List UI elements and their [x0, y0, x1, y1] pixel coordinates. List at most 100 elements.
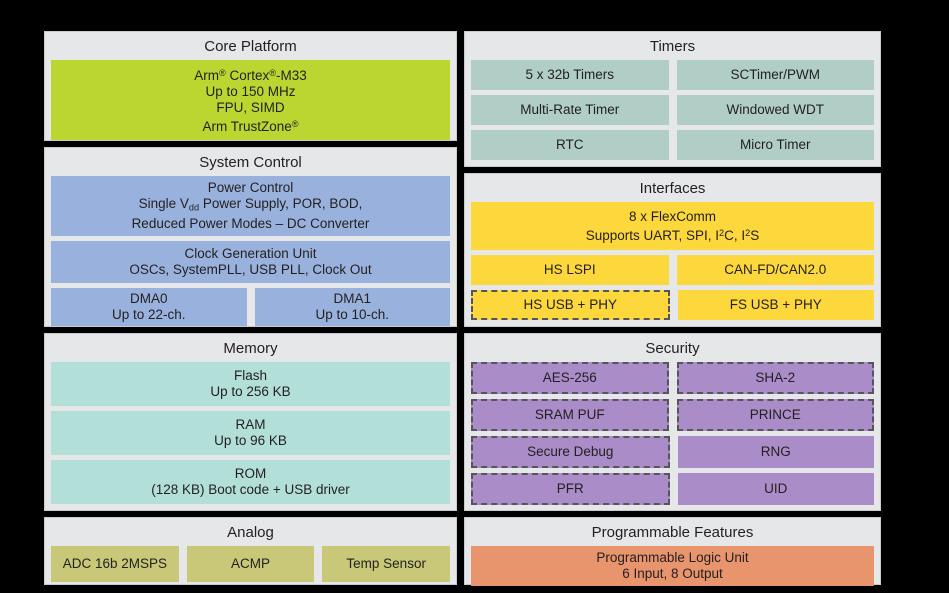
panel-title-security: Security [645, 340, 700, 357]
timers-row: 5 x 32b Timers SCTimer/PWM [471, 60, 874, 90]
interfaces-row: 8 x FlexComm Supports UART, SPI, I2C, I2… [471, 202, 874, 250]
block-line: OSCs, SystemPLL, USB PLL, Clock Out [129, 262, 372, 277]
analog-row: ADC 16b 2MSPS ACMP Temp Sensor [51, 546, 451, 582]
block-line: RTC [555, 137, 584, 152]
block-line: Reduced Power Modes – DC Converter [131, 215, 370, 231]
block-line: 5 x 32b Timers [525, 67, 615, 82]
block-sctimer-pwm[interactable]: SCTimer/PWM [676, 60, 874, 90]
block-line: 6 Input, 8 Output [622, 566, 723, 581]
block-line: FPU, SIMD [216, 100, 285, 115]
block-flexcomm[interactable]: 8 x FlexComm Supports UART, SPI, I2C, I2… [471, 202, 874, 250]
security-row: SRAM PUF PRINCE [471, 399, 874, 431]
block-ram[interactable]: RAM Up to 96 KB [51, 411, 450, 455]
block-prince[interactable]: PRINCE [676, 399, 874, 431]
block-dma0[interactable]: DMA0 Up to 22-ch. [51, 288, 247, 326]
security-row: PFR UID [471, 473, 874, 505]
block-line: Clock Generation Unit [184, 246, 317, 261]
panel-title-timers: Timers [649, 38, 696, 55]
block-line: Up to 96 KB [214, 433, 287, 448]
block-clock-generation-unit[interactable]: Clock Generation Unit OSCs, SystemPLL, U… [51, 241, 450, 283]
panel-title-analog: Analog [227, 524, 274, 541]
block-can-fd[interactable]: CAN-FD/CAN2.0 [676, 255, 874, 285]
block-line: Arm TrustZone® [202, 118, 299, 134]
block-line: PFR [556, 481, 584, 496]
timers-row: RTC Micro Timer [471, 130, 874, 160]
block-dma1[interactable]: DMA1 Up to 10-ch. [254, 288, 450, 326]
block-line: Windowed WDT [726, 102, 825, 117]
system-control-row: Clock Generation Unit OSCs, SystemPLL, U… [51, 241, 450, 283]
panel-system-control: System Control Power Control Single Vdd … [44, 147, 457, 327]
block-temp-sensor[interactable]: Temp Sensor [322, 546, 451, 582]
block-line: SRAM PUF [534, 407, 605, 422]
block-programmable-logic-unit[interactable]: Programmable Logic Unit 6 Input, 8 Outpu… [471, 546, 874, 586]
panel-title-system-control: System Control [199, 154, 302, 171]
block-adc[interactable]: ADC 16b 2MSPS [51, 546, 179, 582]
interfaces-row: HS USB + PHY FS USB + PHY [471, 290, 874, 320]
panel-title-programmable-features: Programmable Features [591, 524, 754, 541]
block-arm-cortex-m33[interactable]: Arm® Cortex®-M33 Up to 150 MHz FPU, SIMD… [51, 60, 450, 140]
block-line: DMA0 [129, 291, 168, 306]
block-line: PRINCE [749, 407, 801, 422]
block-windowed-wdt[interactable]: Windowed WDT [676, 95, 874, 125]
block-line: SCTimer/PWM [730, 67, 821, 82]
core-platform-rows: Arm® Cortex®-M33 Up to 150 MHz FPU, SIMD… [51, 60, 450, 140]
interfaces-rows: 8 x FlexComm Supports UART, SPI, I2C, I2… [471, 202, 874, 320]
block-rtc[interactable]: RTC [471, 130, 669, 160]
block-line: AES-256 [542, 370, 597, 385]
timers-row: Multi-Rate Timer Windowed WDT [471, 95, 874, 125]
core-platform-row: Arm® Cortex®-M33 Up to 150 MHz FPU, SIMD… [51, 60, 450, 140]
panel-title-core-platform: Core Platform [204, 38, 297, 55]
security-rows: AES-256 SHA-2 SRAM PUF PRINCE [471, 362, 874, 505]
block-secure-debug[interactable]: Secure Debug [471, 436, 670, 468]
block-acmp[interactable]: ACMP [186, 546, 315, 582]
block-fs-usb-phy[interactable]: FS USB + PHY [677, 290, 874, 320]
block-line: Up to 10-ch. [315, 307, 390, 322]
panel-memory: Memory Flash Up to 256 KB RAM Up to 96 K… [44, 333, 457, 511]
panel-interfaces: Interfaces 8 x FlexComm Supports UART, S… [464, 173, 881, 327]
block-line: FS USB + PHY [729, 297, 822, 312]
block-line: ACMP [231, 556, 271, 571]
panel-analog: Analog ADC 16b 2MSPS ACMP Temp Sensor [44, 517, 457, 585]
block-hs-lspi[interactable]: HS LSPI [471, 255, 669, 285]
block-line: Up to 150 MHz [205, 84, 296, 99]
panel-timers: Timers 5 x 32b Timers SCTimer/PWM Multi-… [464, 31, 881, 167]
block-multi-rate-timer[interactable]: Multi-Rate Timer [471, 95, 669, 125]
block-line: CAN-FD/CAN2.0 [724, 262, 827, 277]
block-line: Secure Debug [527, 444, 614, 459]
block-line: HS LSPI [543, 262, 596, 277]
panel-security: Security AES-256 SHA-2 SRAM PUF PRINCE [464, 333, 881, 511]
panel-title-interfaces: Interfaces [639, 180, 706, 197]
block-flash[interactable]: Flash Up to 256 KB [51, 362, 450, 406]
block-line: SHA-2 [755, 370, 796, 385]
block-line: Programmable Logic Unit [596, 550, 749, 565]
block-line: Up to 256 KB [210, 384, 291, 399]
memory-rows: Flash Up to 256 KB RAM Up to 96 KB ROM (… [51, 362, 450, 504]
block-rom[interactable]: ROM (128 KB) Boot code + USB driver [51, 460, 450, 504]
block-sram-puf[interactable]: SRAM PUF [471, 399, 669, 431]
block-line: ROM [234, 466, 267, 481]
block-line: 8 x FlexComm [628, 208, 716, 224]
block-rng[interactable]: RNG [677, 436, 874, 468]
system-control-rows: Power Control Single Vdd Power Supply, P… [51, 176, 450, 326]
security-row: Secure Debug RNG [471, 436, 874, 468]
left-column: Core Platform Arm® Cortex®-M33 Up to 150… [44, 31, 457, 585]
block-line: Multi-Rate Timer [520, 102, 620, 117]
system-control-row: DMA0 Up to 22-ch. DMA1 Up to 10-ch. [51, 288, 450, 326]
security-row: AES-256 SHA-2 [471, 362, 874, 394]
memory-row: RAM Up to 96 KB [51, 411, 450, 455]
interfaces-row: HS LSPI CAN-FD/CAN2.0 [471, 255, 874, 285]
block-hs-usb-phy[interactable]: HS USB + PHY [471, 290, 670, 320]
block-sha-2[interactable]: SHA-2 [676, 362, 874, 394]
block-pfr[interactable]: PFR [471, 473, 670, 505]
block-line: DMA1 [333, 291, 371, 306]
block-power-control[interactable]: Power Control Single Vdd Power Supply, P… [51, 176, 450, 236]
block-uid[interactable]: UID [677, 473, 874, 505]
analog-rows: ADC 16b 2MSPS ACMP Temp Sensor [51, 546, 451, 582]
block-line: (128 KB) Boot code + USB driver [151, 482, 350, 497]
block-32b-timers[interactable]: 5 x 32b Timers [471, 60, 669, 90]
block-line: Power Control [207, 180, 294, 196]
block-micro-timer[interactable]: Micro Timer [676, 130, 874, 160]
block-aes-256[interactable]: AES-256 [471, 362, 669, 394]
programmable-features-rows: Programmable Logic Unit 6 Input, 8 Outpu… [471, 546, 874, 586]
